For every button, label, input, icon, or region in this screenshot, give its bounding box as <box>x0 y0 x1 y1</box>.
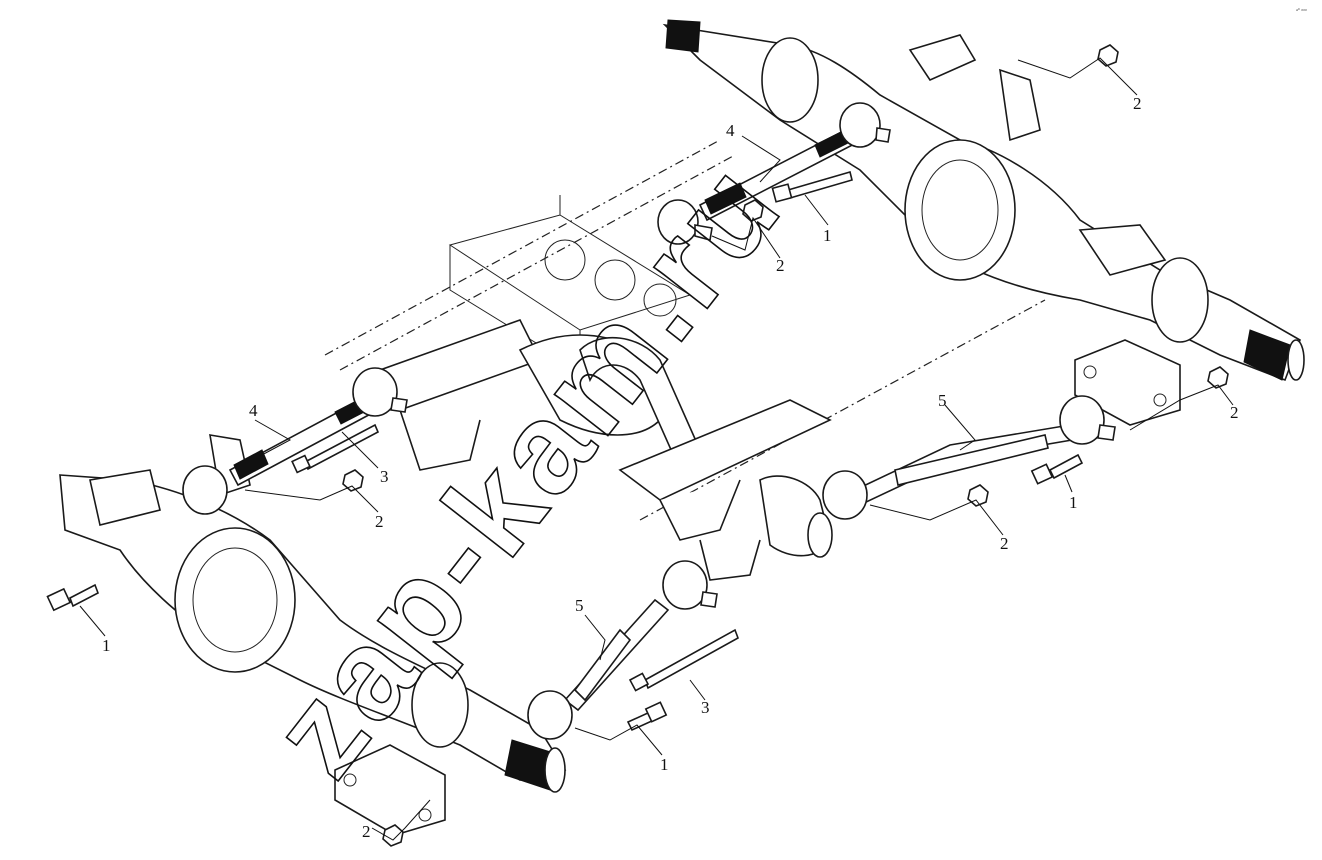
stud-3-upper <box>291 423 380 474</box>
balancer-bracket <box>378 319 833 581</box>
callout-2: 2 <box>362 822 371 841</box>
callout-4: 4 <box>726 121 735 140</box>
stud-3-lower <box>628 628 739 692</box>
reaction-rod-upper <box>657 102 891 245</box>
callout-1: 1 <box>1069 493 1078 512</box>
bolt-right <box>1030 453 1084 485</box>
callout-1: 1 <box>660 755 669 774</box>
rear-axle <box>662 19 1305 382</box>
spring-seat-right <box>1074 339 1181 426</box>
reaction-rod-5-left <box>527 560 718 740</box>
callout-1: 1 <box>823 226 832 245</box>
callout-2: 2 <box>1133 94 1142 113</box>
callout-2: 2 <box>1000 534 1009 553</box>
callout-3: 3 <box>701 698 710 717</box>
callout-5: 5 <box>575 596 584 615</box>
corner-mark: ᵊ° ᵒᵒᵒ <box>1296 8 1307 14</box>
bolt-left <box>46 583 99 612</box>
reaction-rod-5-right <box>822 395 1116 520</box>
callout-2: 2 <box>375 512 384 531</box>
callout-1: 1 <box>102 636 111 655</box>
spring-seat-left <box>334 744 446 836</box>
callout-2: 2 <box>1230 403 1239 422</box>
leader-lines <box>79 57 1234 841</box>
bolt-upper <box>771 171 853 203</box>
bolt-lower <box>626 701 668 732</box>
callout-4: 4 <box>249 401 258 420</box>
callout-5: 5 <box>938 391 947 410</box>
callout-3: 3 <box>380 467 389 486</box>
callout-labels: 2 4 1 2 4 3 2 5 2 1 2 1 5 3 1 2 <box>102 94 1239 841</box>
reaction-rod-lower <box>182 367 408 515</box>
callout-2: 2 <box>776 256 785 275</box>
